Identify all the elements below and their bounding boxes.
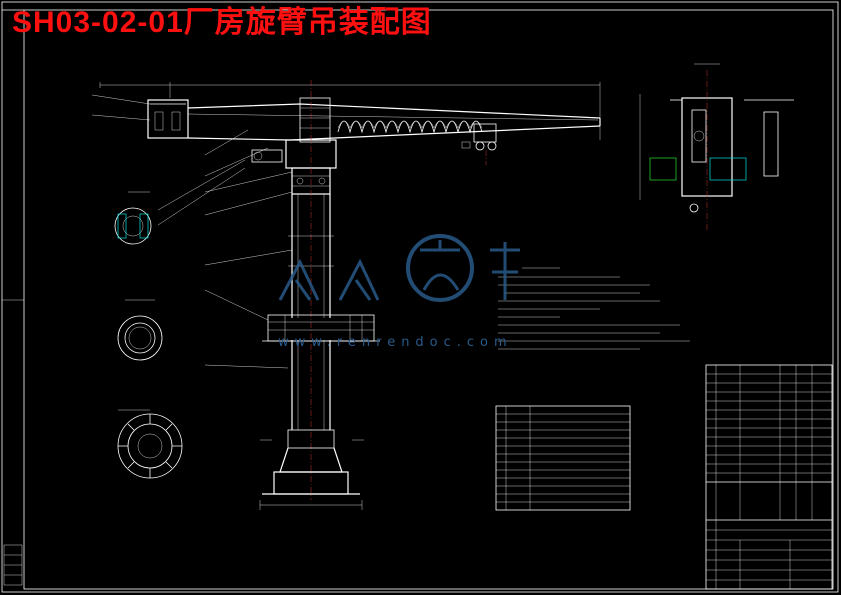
- side-view: [639, 63, 794, 230]
- hoist-trolley: [461, 123, 497, 165]
- column-base: [259, 429, 364, 510]
- slewing-head: [251, 139, 337, 195]
- technical-requirements-block: [498, 267, 690, 350]
- watermark-url: www.renrendoc.com: [278, 335, 513, 350]
- section-view-a: [117, 299, 163, 361]
- column-mast: [288, 80, 334, 500]
- drawing-title: SH03-02-01厂房旋臂吊装配图: [12, 6, 432, 39]
- parts-list-and-title-block: [705, 364, 833, 590]
- leader-lines: [91, 94, 293, 369]
- maintenance-platform: [262, 314, 380, 342]
- watermark-logo: [278, 234, 520, 302]
- cable-spring: [337, 120, 483, 134]
- jib-arm: [99, 82, 601, 143]
- section-view-b: [117, 409, 183, 479]
- section-view-top: [114, 191, 152, 245]
- parameters-table: [495, 405, 631, 511]
